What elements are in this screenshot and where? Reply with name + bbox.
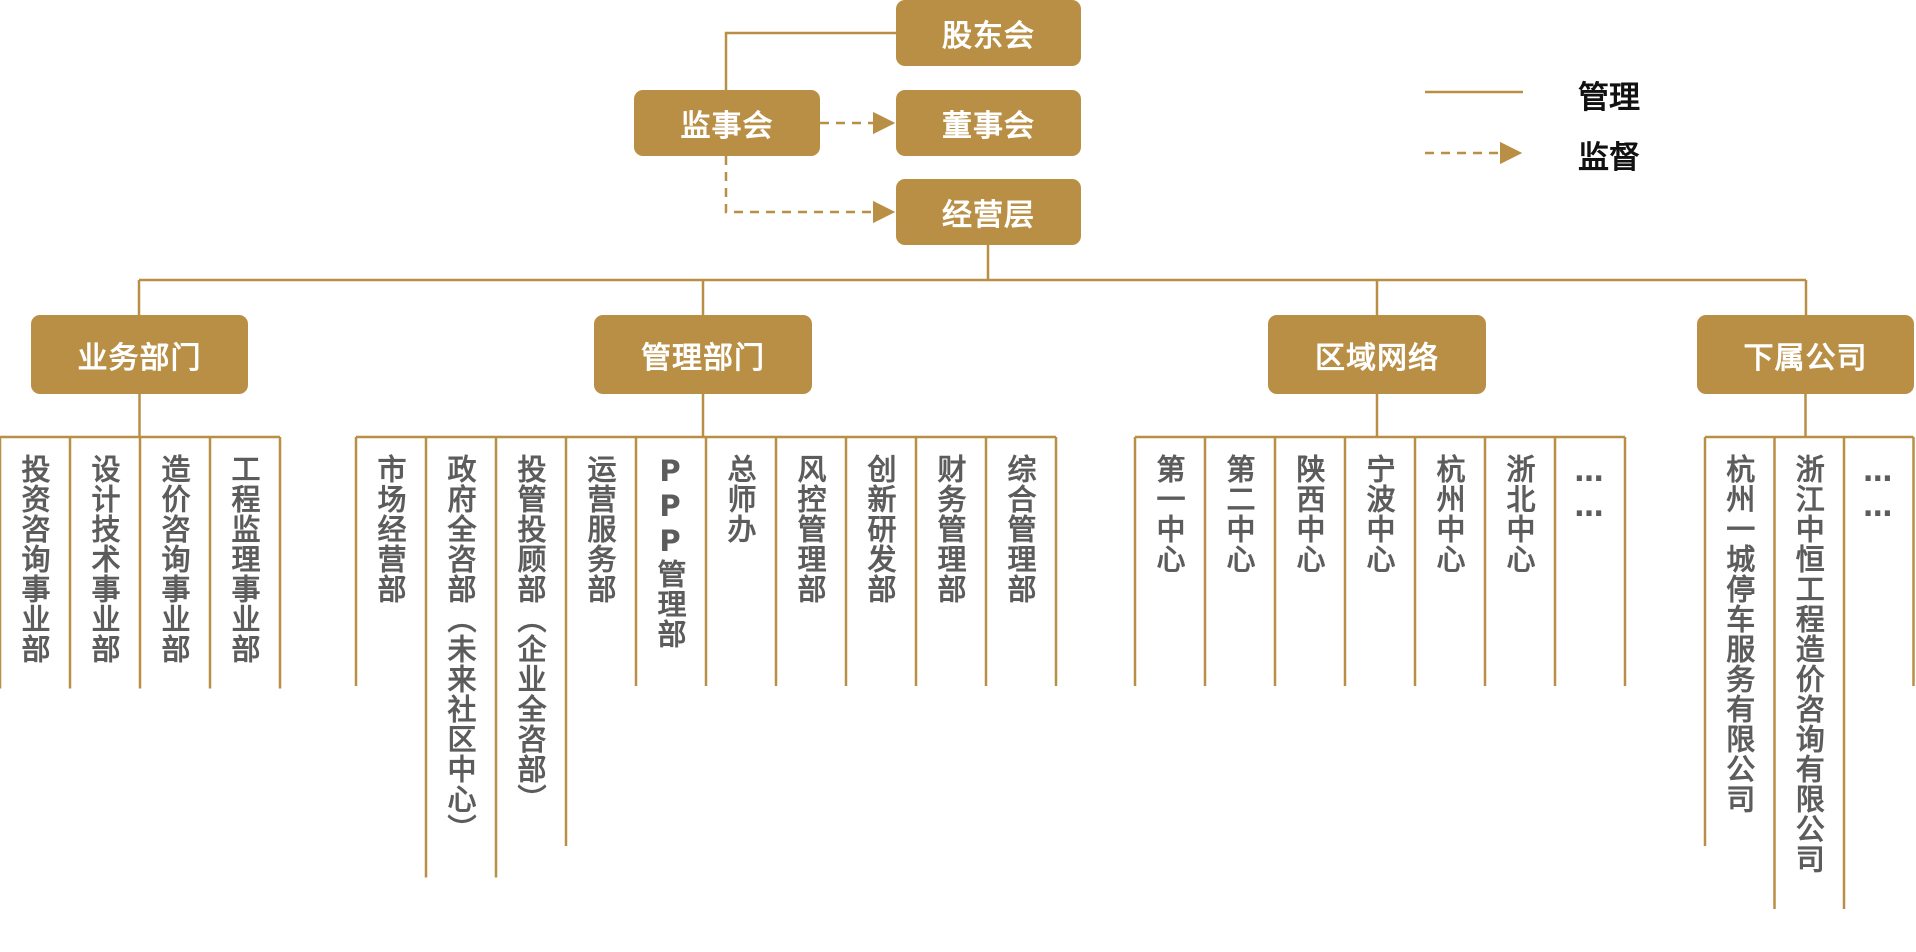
unit-label: 杭州一城停车服务有限公司: [1721, 454, 1756, 814]
unit-label: 造价咨询事业部: [157, 454, 191, 664]
group-box: 区域网络: [1268, 315, 1486, 394]
shareholders-box: 股东会: [896, 0, 1081, 66]
unit-label: 投资咨询事业部: [17, 454, 51, 664]
unit-label: 财务管理部: [933, 454, 967, 604]
unit-label: 政府全咨部（未来社区中心）: [443, 454, 477, 844]
unit-label: 运营服务部: [583, 454, 617, 604]
unit-label: 第二中心: [1222, 454, 1256, 574]
unit-label: 宁波中心: [1362, 454, 1396, 574]
group-box: 管理部门: [594, 315, 812, 394]
unit-label: 总师办: [723, 454, 757, 544]
group-box: 业务部门: [31, 315, 248, 394]
unit-label: 第一中心: [1152, 454, 1186, 574]
unit-label: ……: [1572, 454, 1606, 524]
supervisors-box: 监事会: [634, 90, 820, 156]
management-box: 经营层: [896, 179, 1081, 245]
board-box: 董事会: [896, 90, 1081, 156]
unit-label: 投管投顾部（企业全咨部）: [513, 454, 547, 814]
unit-label: 浙北中心: [1502, 454, 1536, 574]
unit-label: 综合管理部: [1003, 454, 1037, 604]
unit-label: 创新研发部: [863, 454, 897, 604]
unit-label: 陕西中心: [1292, 454, 1326, 574]
group-box: 下属公司: [1697, 315, 1914, 394]
unit-label: 风控管理部: [793, 454, 827, 604]
unit-label: 市场经营部: [373, 454, 407, 604]
unit-label: 设计技术事业部: [87, 454, 121, 664]
legend-supervise-label: 监督: [1578, 140, 1640, 176]
legend-manage-label: 管理: [1578, 80, 1640, 116]
unit-label: 工程监理事业部: [227, 454, 261, 664]
shareholders-supervisors-line: [724, 31, 896, 90]
unit-label: ……: [1860, 454, 1895, 524]
unit-label: 杭州中心: [1432, 454, 1466, 574]
supervise-management-arrow: [724, 156, 896, 224]
unit-label: PPP管理部: [653, 454, 687, 649]
unit-label: 浙江中恒工程造价咨询有限公司: [1791, 454, 1826, 874]
